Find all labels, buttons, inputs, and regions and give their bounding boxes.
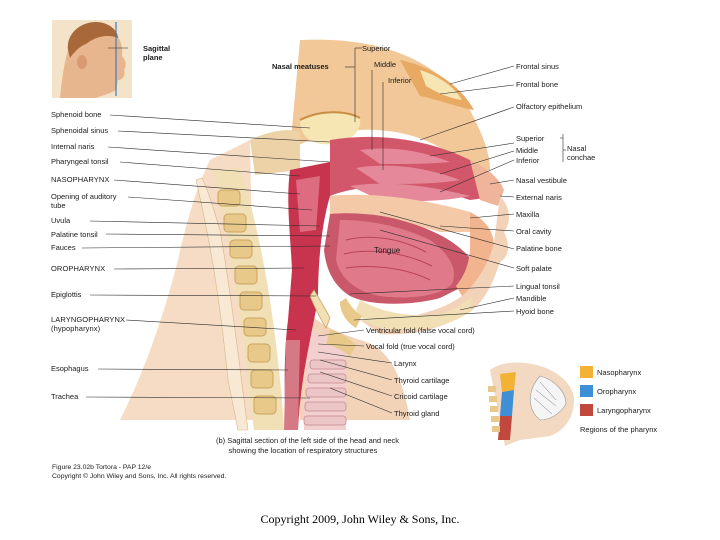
label-sagittal-plane: Sagittal plane bbox=[143, 44, 171, 62]
label-frontal-sinus: Frontal sinus bbox=[516, 62, 559, 71]
legend-label-nasopharynx: Nasopharynx bbox=[597, 368, 642, 377]
legend-label-oropharynx: Oropharynx bbox=[597, 387, 637, 396]
label-lingual-tonsil: Lingual tonsil bbox=[516, 282, 560, 291]
label-nasal-vestibule: Nasal vestibule bbox=[516, 176, 567, 185]
label-middle-concha: Middle bbox=[516, 146, 539, 155]
face-and-jaw bbox=[340, 196, 509, 335]
label-opening-auditory-tube: Opening of auditory tube bbox=[51, 192, 117, 210]
label-thyroid-gland: Thyroid gland bbox=[394, 409, 440, 418]
label-palatine-bone: Palatine bone bbox=[516, 244, 562, 253]
label-tongue: Tongue bbox=[374, 246, 401, 255]
label-palatine-tonsil: Palatine tonsil bbox=[51, 230, 98, 239]
slide-copyright: Copyright 2009, John Wiley & Sons, Inc. bbox=[260, 512, 460, 526]
label-vocal-fold: Vocal fold (true vocal cord) bbox=[366, 342, 455, 351]
legend-label-laryngopharynx: Laryngopharynx bbox=[597, 406, 651, 415]
label-uvula: Uvula bbox=[51, 216, 71, 225]
label-nasal-meatuses: Nasal meatuses bbox=[272, 62, 329, 71]
label-ventricular-fold: Ventricular fold (false vocal cord) bbox=[366, 326, 475, 335]
label-nasal-conchae: Nasal conchae bbox=[567, 144, 596, 162]
pharynx-regions-mini-diagram bbox=[488, 362, 574, 446]
label-cricoid-cartilage: Cricoid cartilage bbox=[394, 392, 448, 401]
label-olfactory-epithelium: Olfactory epithelium bbox=[516, 102, 583, 111]
legend-swatch-oropharynx bbox=[580, 385, 593, 397]
label-external-naris: External naris bbox=[516, 193, 562, 202]
label-soft-palate: Soft palate bbox=[516, 264, 552, 273]
label-frontal-bone: Frontal bone bbox=[516, 80, 559, 89]
sagittal-plane-inset bbox=[52, 20, 132, 98]
label-internal-naris: Internal naris bbox=[51, 142, 95, 151]
label-laryngopharynx: LARYNGOPHARYNX (hypopharynx) bbox=[51, 315, 126, 333]
label-hyoid-bone: Hyoid bone bbox=[516, 307, 554, 316]
label-superior-concha: Superior bbox=[516, 134, 545, 143]
label-esophagus: Esophagus bbox=[51, 364, 89, 373]
figure-credit: Figure 23.02b Tortora - PAP 12/e Copyrig… bbox=[52, 464, 227, 480]
figure-caption: (b) Sagittal section of the left side of… bbox=[216, 436, 400, 455]
label-sphenoid-bone: Sphenoid bone bbox=[51, 110, 102, 119]
label-mandible: Mandible bbox=[516, 294, 547, 303]
label-oropharynx: OROPHARYNX bbox=[51, 264, 106, 273]
label-nasopharynx: NASOPHARYNX bbox=[51, 175, 110, 184]
larynx-trachea bbox=[284, 289, 356, 430]
legend-swatch-nasopharynx bbox=[580, 366, 593, 378]
legend-title: Regions of the pharynx bbox=[580, 425, 658, 434]
vertebral-column bbox=[195, 168, 284, 431]
label-larynx: Larynx bbox=[394, 359, 417, 368]
skull-region bbox=[250, 39, 490, 175]
label-fauces: Fauces bbox=[51, 243, 76, 252]
label-maxilla: Maxilla bbox=[516, 210, 540, 219]
label-thyroid-cartilage: Thyroid cartilage bbox=[394, 376, 450, 385]
label-oral-cavity: Oral cavity bbox=[516, 227, 552, 236]
oral-cavity-region bbox=[324, 194, 494, 304]
label-trachea: Trachea bbox=[51, 392, 79, 401]
label-middle-meatus: Middle bbox=[374, 60, 397, 69]
legend-swatch-laryngopharynx bbox=[580, 404, 593, 416]
label-inferior-concha: Inferior bbox=[516, 156, 540, 165]
label-epiglottis: Epiglottis bbox=[51, 290, 82, 299]
label-pharyngeal-tonsil: Pharyngeal tonsil bbox=[51, 157, 109, 166]
leader-lines bbox=[81, 47, 566, 414]
label-superior-meatus: Superior bbox=[362, 44, 391, 53]
label-inferior-meatus: Inferior bbox=[388, 76, 412, 85]
label-sphenoidal-sinus: Sphenoidal sinus bbox=[51, 126, 109, 135]
